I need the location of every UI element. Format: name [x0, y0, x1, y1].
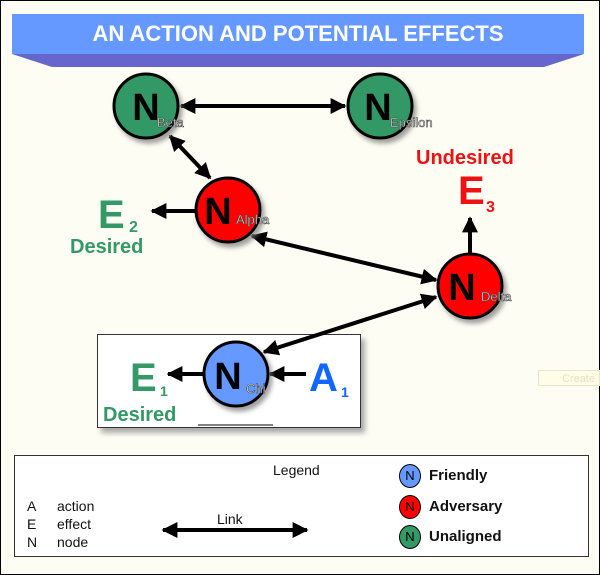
- effect-e2-label: Desired: [70, 236, 143, 258]
- node-alpha-letter: N: [204, 191, 231, 233]
- legend-unaligned-label: Unaligned: [429, 527, 502, 545]
- legend-friendly: N Friendly: [399, 464, 487, 488]
- node-chi-letter: N: [214, 356, 241, 398]
- abbr-key: A: [27, 498, 37, 514]
- legend-title: Legend: [273, 462, 320, 478]
- effect-e2: E 2 Desired: [70, 193, 143, 258]
- node-delta-name: Delta: [481, 289, 512, 304]
- action-a1-sub: 1: [341, 384, 349, 400]
- action-a1: A 1: [309, 356, 349, 400]
- node-beta-circle: [112, 72, 180, 140]
- legend-unaligned: N Unaligned: [399, 525, 502, 549]
- page-title: AN ACTION AND POTENTIAL EFFECTS: [92, 21, 504, 46]
- effect-e3-letter: E: [458, 169, 485, 213]
- node-chi[interactable]: N Chi: [202, 340, 270, 408]
- create-button[interactable]: Create: [538, 370, 600, 386]
- node-delta-circle: [436, 252, 504, 320]
- link-alpha-delta: [250, 231, 438, 285]
- legend-friendly-label: Friendly: [429, 466, 488, 484]
- node-beta-letter: N: [132, 87, 159, 129]
- node-beta[interactable]: N Beta: [112, 72, 185, 140]
- node-chi-name: Chi: [246, 381, 266, 396]
- node-alpha-name: Alpha: [236, 212, 270, 227]
- node-epsilon[interactable]: N Epsilon: [346, 72, 433, 140]
- node-delta-letter: N: [448, 267, 475, 309]
- effect-e1: E 1 Desired: [103, 356, 176, 426]
- abbr-desc: node: [57, 534, 89, 550]
- effect-e1-sub: 1: [160, 383, 168, 399]
- legend-adversary: N Adversary: [399, 495, 502, 519]
- node-epsilon-circle: [346, 72, 414, 140]
- title-banner-shadow: [12, 54, 584, 67]
- link-delta-chi: [262, 293, 438, 356]
- title-banner: AN ACTION AND POTENTIAL EFFECTS: [12, 14, 584, 54]
- node-chi-circle: [202, 340, 270, 408]
- effect-e3-label: Undesired: [416, 147, 514, 169]
- node-beta-name: Beta: [157, 115, 185, 130]
- abbr-key: N: [27, 534, 38, 550]
- node-epsilon-name: Epsilon: [390, 115, 433, 130]
- node-delta[interactable]: N Delta: [436, 252, 512, 320]
- node-alpha[interactable]: N Alpha: [194, 176, 270, 244]
- effect-e2-letter: E: [98, 193, 125, 237]
- friendly-node-icon: N: [399, 464, 421, 488]
- legend-link-arrow: [161, 522, 309, 538]
- abbr-desc: action: [57, 498, 95, 514]
- effect-e3-sub: 3: [486, 199, 495, 216]
- adversary-node-icon: N: [399, 495, 421, 519]
- effect-e2-sub: 2: [129, 219, 138, 236]
- unaligned-node-icon: N: [399, 525, 421, 549]
- abbr-key: E: [27, 516, 37, 532]
- abbr-desc: effect: [57, 516, 91, 532]
- effect-e1-letter: E: [130, 356, 157, 400]
- action-a1-letter: A: [309, 356, 338, 400]
- node-alpha-circle: [194, 176, 262, 244]
- node-epsilon-letter: N: [364, 87, 391, 129]
- effect-e3: Undesired E 3: [416, 147, 514, 216]
- effect-e1-label: Desired: [103, 404, 176, 426]
- link-beta-alpha: [168, 134, 212, 180]
- legend-adversary-label: Adversary: [429, 497, 503, 515]
